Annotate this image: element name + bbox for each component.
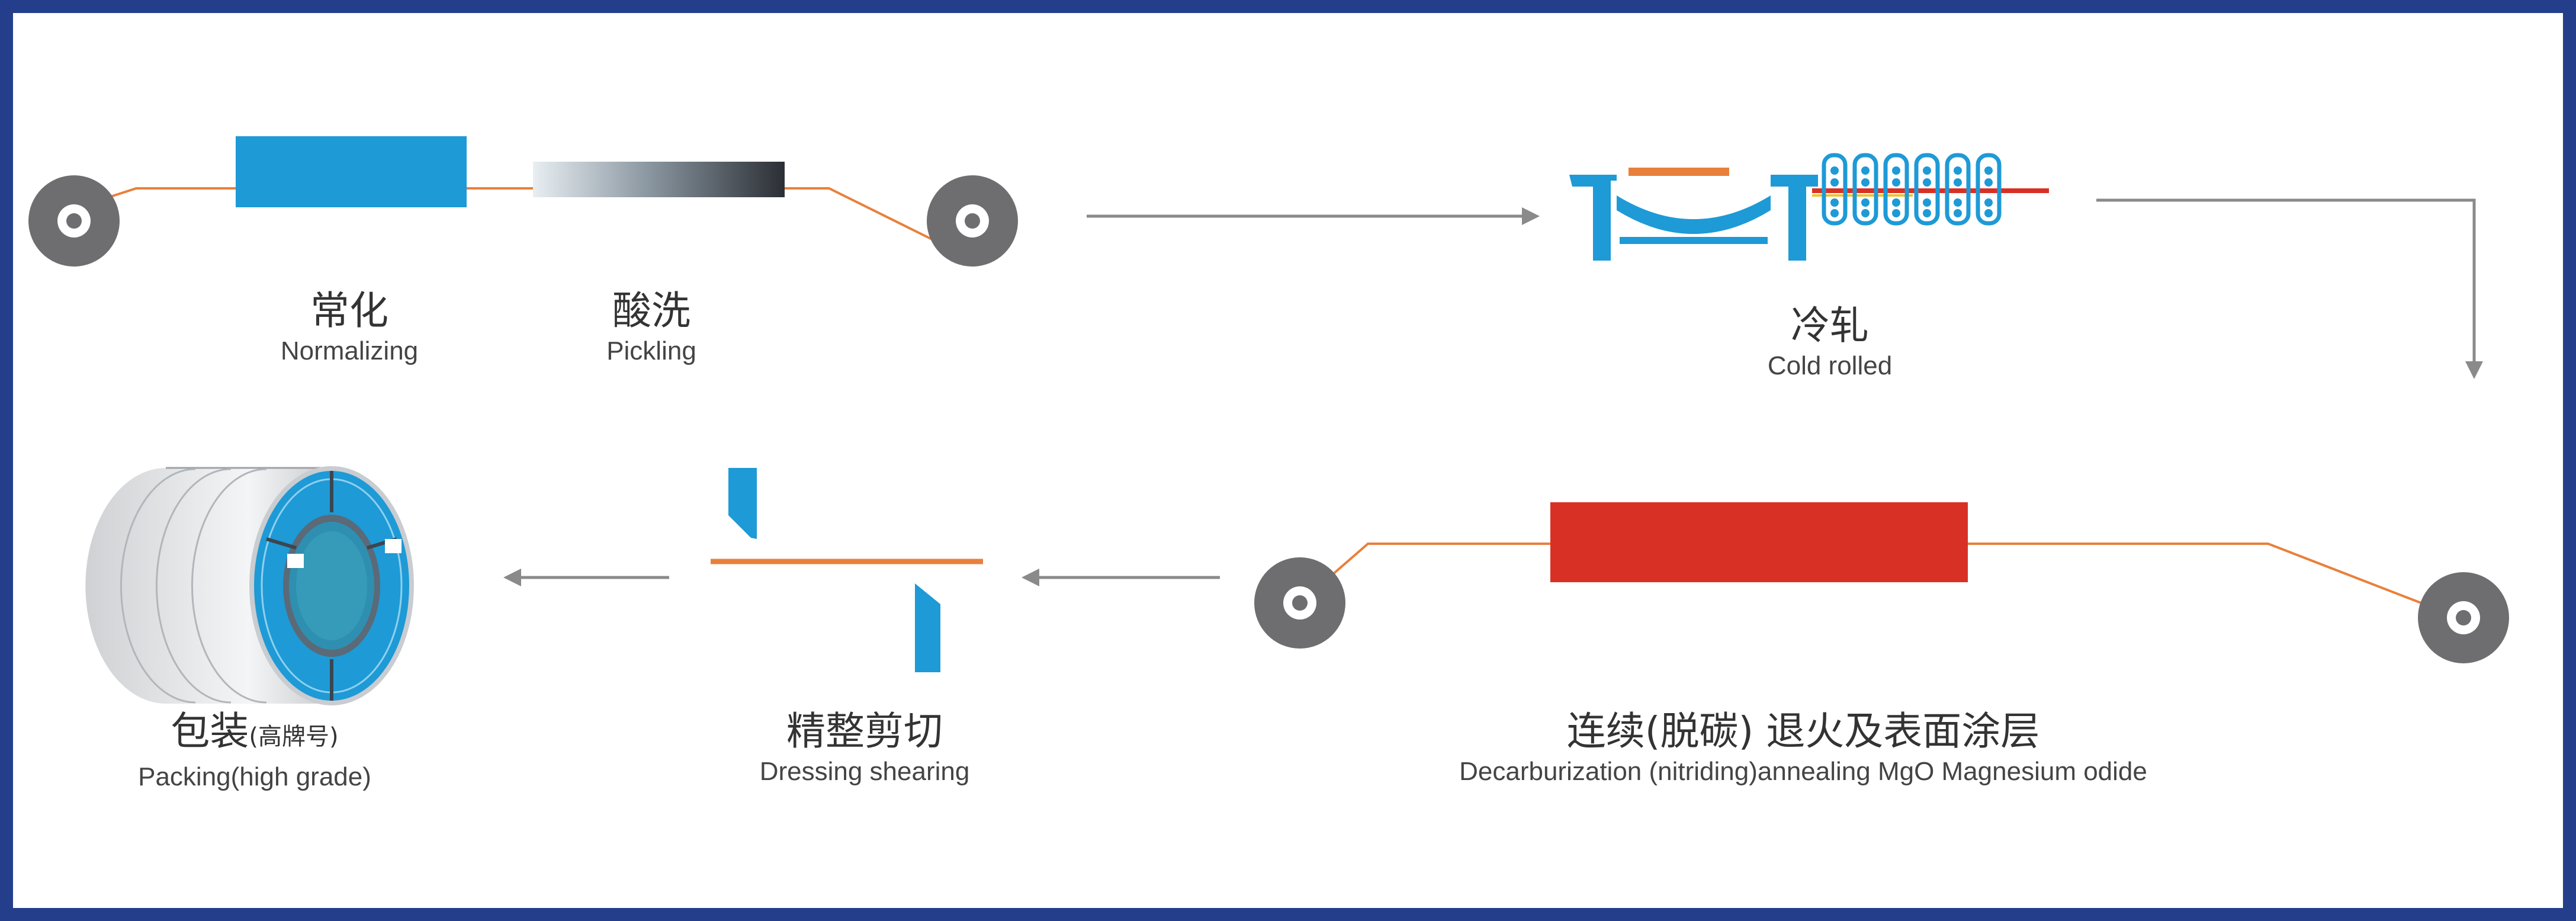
pickling-label: 酸洗 Pickling xyxy=(563,287,740,368)
shear xyxy=(711,468,983,672)
dressing-zh: 精整剪切 xyxy=(786,708,943,754)
pickling-tank xyxy=(533,162,785,197)
packing-zh: 包装 xyxy=(171,708,249,754)
dressing-label: 精整剪切 Dressing shearing xyxy=(717,708,1013,788)
cold-rolled-label: 冷轧 Cold rolled xyxy=(1652,302,2008,383)
annealing-en: Decarburization (nitriding)annealing MgO… xyxy=(1459,757,2147,786)
normalizing-en: Normalizing xyxy=(280,336,419,365)
process-flow-svg xyxy=(28,136,2509,705)
pickling-zh: 酸洗 xyxy=(612,288,690,333)
pickling-en: Pickling xyxy=(606,336,696,365)
dressing-en: Dressing shearing xyxy=(759,757,970,786)
cold-rolled-en: Cold rolled xyxy=(1767,351,1893,380)
strip-line-top xyxy=(73,187,954,251)
cold-rolled-zh: 冷轧 xyxy=(1791,303,1869,348)
take-up-roll xyxy=(927,175,1018,267)
annealing-furnace xyxy=(1550,502,1968,582)
normalizing-label: 常化 Normalizing xyxy=(243,287,456,368)
arrow-down xyxy=(2096,198,2483,379)
packing-zh-note: (高牌号) xyxy=(249,723,339,750)
normalizing-furnace xyxy=(236,136,467,207)
packing-zh-line: 包装(高牌号) xyxy=(89,708,420,760)
annealing-zh: 连续(脱碳) 退火及表面涂层 xyxy=(1566,708,2040,754)
annealing-pay-off-roll xyxy=(1254,557,1345,649)
annealing-label: 连续(脱碳) 退火及表面涂层 Decarburization (nitridin… xyxy=(1329,708,2277,788)
process-diagram: 常化 Normalizing 酸洗 Pickling 冷轧 Cold rolle… xyxy=(18,18,2558,903)
packing-en: Packing(high grade) xyxy=(138,762,371,791)
cold-rolling-mill xyxy=(1569,153,2049,261)
arrow-left-2 xyxy=(503,569,669,586)
arrow-left-1 xyxy=(1022,569,1220,586)
arrow-right xyxy=(1087,207,1540,225)
steel-coil xyxy=(85,466,414,705)
packing-label: 包装(高牌号) Packing(high grade) xyxy=(89,708,420,794)
pay-off-roll xyxy=(28,175,120,267)
normalizing-zh: 常化 xyxy=(310,288,388,333)
annealing-take-up-roll xyxy=(2418,572,2509,663)
